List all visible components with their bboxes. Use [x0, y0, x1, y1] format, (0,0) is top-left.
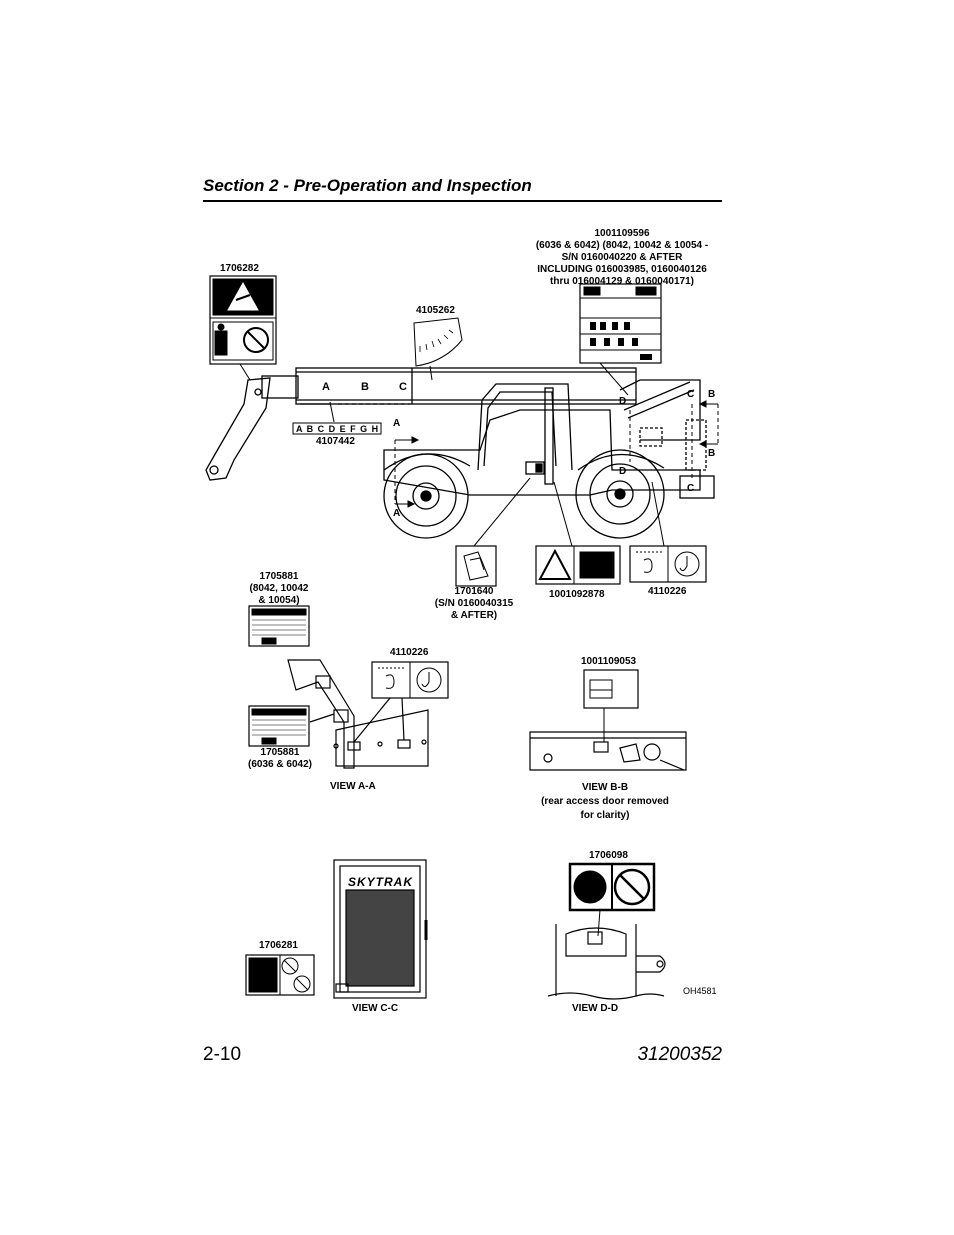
view-bb-label: VIEW B-B (rear access door removed for c… [541, 781, 669, 823]
title-rule [203, 200, 722, 202]
label-1701640: 1701640 (S/N 0160040315 & AFTER) [435, 586, 513, 622]
decal-4107442 [292, 401, 382, 435]
decal-1001109053 [583, 669, 639, 742]
label-1705881-top-line-3: & 10054) [258, 595, 300, 606]
rear-wheel [575, 449, 665, 539]
front-wheel [383, 453, 469, 539]
view-bb-line-2: (rear access door removed [541, 796, 669, 807]
label-1706282: 1706282 [220, 263, 259, 274]
document-number: 31200352 [637, 1044, 722, 1065]
boom-letter-c: C [399, 381, 407, 393]
label-1001109596-line-5: thru 016004129 & 0160040171) [550, 276, 694, 287]
label-1705881-top-line-1: 1705881 [259, 571, 299, 582]
view-dd-detail [547, 924, 666, 1000]
label-1705881-bottom: 1705881 (6036 & 6042) [248, 747, 312, 771]
label-4110226-view-aa: 4110226 [390, 647, 429, 658]
label-1705881-top-line-2: (8042, 10042 [249, 583, 309, 594]
marker-c-bottom: C [687, 483, 695, 494]
view-bb-line-3: for clarity) [580, 810, 630, 821]
decal-4105262 [413, 317, 463, 381]
label-4110226: 4110226 [648, 586, 687, 597]
label-1001109596-line-3: S/N 0160040220 & AFTER [561, 252, 683, 263]
section-arrows [394, 400, 719, 508]
label-1001109596-line-4: INCLUDING 016003985, 0160040126 [537, 264, 707, 275]
decal-1705881-top [248, 605, 310, 647]
marker-d-top: D [619, 396, 627, 407]
marker-b-top: B [708, 389, 716, 400]
marker-a-top: A [393, 418, 401, 429]
label-4105262: 4105262 [416, 305, 455, 316]
marker-a-bottom: A [393, 508, 401, 519]
view-cc-detail [333, 859, 428, 999]
decal-letter-strip: A B C D E F G H [296, 424, 380, 434]
decal-1701640 [455, 545, 497, 587]
view-bb-detail [529, 731, 687, 771]
view-aa-detail [287, 659, 429, 769]
decal-1706281 [245, 954, 315, 996]
decal-4110226 [629, 545, 707, 583]
view-cc-label: VIEW C-C [352, 1003, 399, 1014]
view-bb-line-1: VIEW B-B [581, 782, 629, 793]
page-number: 2-10 [203, 1044, 242, 1065]
boom-letter-a: A [322, 381, 330, 393]
label-1705881-bottom-line-2: (6036 & 6042) [248, 759, 312, 770]
illustration-code: OH4581 [683, 986, 717, 996]
label-1001109053: 1001109053 [581, 656, 637, 667]
label-1701640-line-1: 1701640 [454, 586, 494, 597]
label-1705881-bottom-line-1: 1705881 [260, 747, 300, 758]
label-1705881-top: 1705881 (8042, 10042 & 10054) [250, 571, 309, 607]
decal-1705881-bottom [248, 705, 310, 747]
decal-1706098 [568, 862, 656, 937]
marker-d-bottom: D [619, 466, 627, 477]
label-1001092878: 1001092878 [549, 589, 605, 600]
boom-letter-b: B [361, 381, 369, 393]
decal-1001109596 [579, 283, 662, 396]
view-aa-label: VIEW A-A [330, 781, 376, 792]
label-1701640-line-3: & AFTER) [450, 610, 498, 621]
decal-1001092878 [535, 545, 621, 585]
decal-1706282 [209, 275, 277, 381]
machine-frame [383, 379, 715, 499]
decal-4110226-view-aa [371, 661, 449, 699]
label-1001109596: 1001109596 (6036 & 6042) (8042, 10042 & … [536, 228, 708, 288]
marker-b-bottom: B [708, 448, 716, 459]
label-1001109596-line-1: 1001109596 [594, 228, 650, 239]
label-1701640-line-2: (S/N 0160040315 [434, 598, 514, 609]
label-1706281: 1706281 [259, 940, 298, 951]
skytrak-logo: SKYTRAK [348, 875, 414, 889]
section-title: Section 2 - Pre-Operation and Inspection [203, 176, 532, 195]
label-1001109596-line-2: (6036 & 6042) (8042, 10042 & 10054 - [535, 240, 709, 251]
leader-lines [473, 477, 665, 547]
label-4107442: 4107442 [316, 436, 355, 447]
view-dd-label: VIEW D-D [572, 1003, 619, 1014]
marker-c-top: C [687, 389, 695, 400]
label-1706098: 1706098 [589, 850, 628, 861]
boom [205, 367, 637, 481]
